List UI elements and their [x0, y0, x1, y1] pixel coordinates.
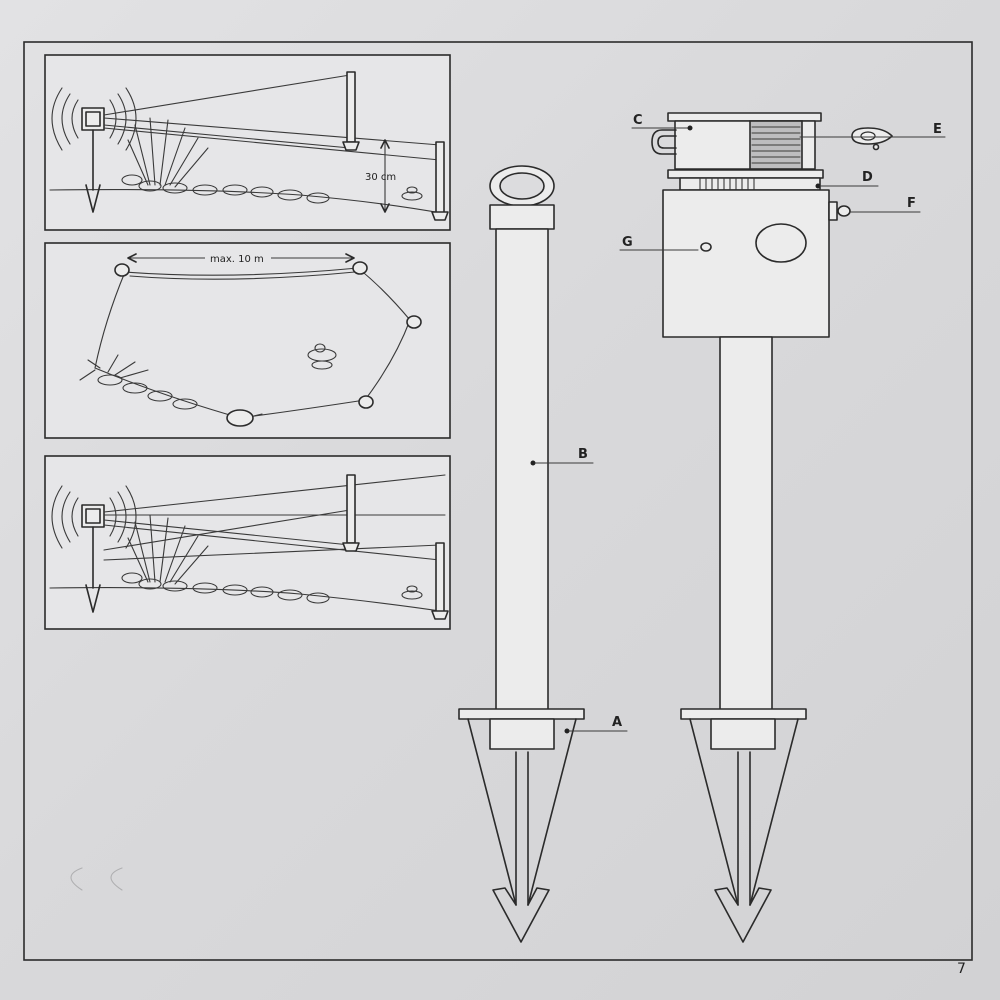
- page-number: 7: [957, 961, 966, 977]
- motion-sensor-device: [51, 87, 137, 213]
- stake-assembly-simple: B A: [458, 165, 628, 943]
- grille-lines: [751, 126, 801, 164]
- stones: [121, 174, 330, 204]
- reflector-post-near-2: [431, 542, 449, 620]
- frog-figure: [401, 186, 423, 201]
- part-label-c: C: [633, 113, 643, 128]
- device-assembly: C E D F G: [619, 112, 946, 943]
- part-label-f: F: [907, 196, 916, 211]
- part-label-b: B: [578, 447, 588, 462]
- reflector-post-far: [342, 71, 360, 151]
- sensor-beams-2: [103, 474, 446, 561]
- part-label-d: D: [862, 170, 873, 185]
- stones-2: [121, 572, 330, 604]
- height-label: 30 cm: [365, 172, 396, 183]
- reeds: [127, 117, 209, 188]
- distance-label: max. 10 m: [210, 254, 264, 265]
- panel-bottom-side-view: [44, 455, 451, 630]
- remote-key-fob: [851, 127, 893, 151]
- reflector-post-near: [431, 141, 449, 221]
- frog-figure-top: [307, 343, 337, 370]
- indicator-light: [700, 242, 712, 252]
- sensor-window: [755, 223, 807, 263]
- ce-mark-faint: [70, 867, 123, 891]
- part-label-g: G: [622, 235, 633, 250]
- reeds-top: [79, 354, 198, 410]
- panel-top-side-view: 30 cm: [44, 54, 451, 231]
- reflector-post-far-2: [342, 474, 360, 552]
- page-frame: [23, 41, 973, 961]
- part-label-a: A: [612, 715, 622, 730]
- distance-indicator: max. 10 m: [127, 251, 355, 265]
- height-indicator: 30 cm: [365, 139, 396, 213]
- ridges: [699, 177, 755, 191]
- part-label-e: E: [933, 122, 942, 137]
- panel-middle-top-view: max. 10 m: [44, 242, 451, 439]
- reflector-markers: [114, 261, 422, 427]
- frog-figure-2: [401, 585, 423, 600]
